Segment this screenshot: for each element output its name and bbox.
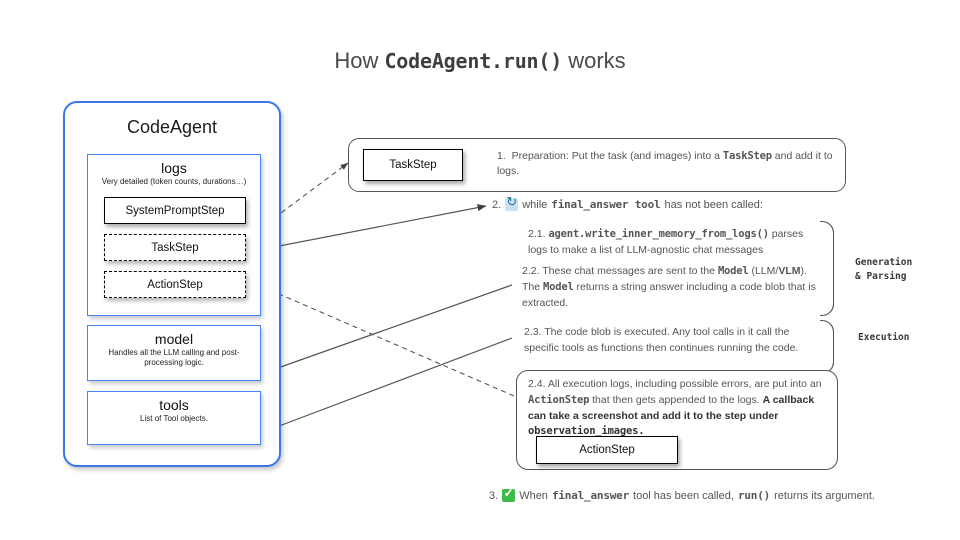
logs-box: logs Very detailed (token counts, durati… bbox=[87, 154, 261, 316]
arrow-step22-to-model bbox=[257, 284, 513, 376]
step22-number: 2.2. bbox=[522, 265, 540, 277]
model-title: model bbox=[154, 331, 194, 347]
step24-code-b: observation_images. bbox=[528, 425, 645, 438]
codeagent-title: CodeAgent bbox=[126, 117, 218, 137]
step21-number: 2.1. bbox=[528, 228, 546, 240]
step24-actionstep-chip[interactable]: ActionStep bbox=[536, 436, 678, 464]
step24-text-a: All execution logs, including possible e… bbox=[545, 378, 822, 390]
model-box: model Handles all the LLM calling and po… bbox=[87, 325, 261, 381]
step2-number: 2. bbox=[492, 198, 502, 211]
step3-text-c: returns its argument. bbox=[774, 489, 875, 502]
step1-panel: TaskStep 1. Preparation: Put the task (a… bbox=[348, 138, 846, 192]
step1-text: 1. Preparation: Put the task (and images… bbox=[497, 149, 835, 179]
tools-title: tools bbox=[159, 397, 189, 413]
step22-code-b: Model bbox=[543, 280, 574, 293]
step1-text-b: and add it to logs. bbox=[497, 150, 833, 178]
step24-code-a: ActionStep bbox=[528, 393, 590, 406]
step22-text: 2.2. These chat messages are sent to the… bbox=[522, 264, 822, 311]
tools-subtitle: List of Tool objects. bbox=[140, 414, 208, 423]
step24-text: 2.4. All execution logs, including possi… bbox=[528, 377, 826, 440]
step3-line: 3. When final_answer tool has been called… bbox=[489, 487, 875, 502]
step24-bold-note: A callback can take a screenshot and add… bbox=[528, 393, 815, 422]
step22-text-b: (LLM/ bbox=[748, 265, 779, 277]
step2-code-a: final_answer tool bbox=[551, 198, 661, 211]
step1-code: TaskStep bbox=[722, 150, 772, 162]
title-suffix: works bbox=[562, 48, 626, 73]
step21-text: 2.1. agent.write_inner_memory_from_logs(… bbox=[528, 227, 824, 259]
logs-subtitle: Very detailed (token counts, durations…) bbox=[101, 177, 247, 186]
step3-code-a: final_answer bbox=[551, 489, 630, 502]
check-icon bbox=[502, 487, 516, 502]
step2-text-a: while bbox=[522, 198, 548, 211]
step3-text-b: tool has been called, bbox=[633, 489, 734, 502]
step24-number: 2.4. bbox=[528, 378, 546, 390]
tools-box: tools List of Tool objects. bbox=[87, 391, 261, 445]
logs-step-systempromptstep[interactable]: SystemPromptStep bbox=[104, 197, 246, 224]
step23-body: The code blob is executed. Any tool call… bbox=[524, 326, 799, 354]
logs-title: logs bbox=[161, 160, 187, 176]
logs-step-taskstep[interactable]: TaskStep bbox=[104, 234, 246, 261]
step22-code-a: Model bbox=[717, 265, 749, 277]
step3-number: 3. bbox=[489, 489, 499, 502]
title-code: CodeAgent.run() bbox=[384, 49, 563, 73]
codeagent-panel: CodeAgent logs Very detailed (token coun… bbox=[63, 101, 281, 467]
step3-code-b: run() bbox=[737, 489, 771, 502]
step1-taskstep-chip[interactable]: TaskStep bbox=[363, 149, 463, 181]
step22-text-c: ). The bbox=[522, 265, 807, 293]
step1-text-a: Preparation: Put the task (and images) i… bbox=[511, 150, 723, 162]
step21-body: parses logs to make a list of LLM-agnost… bbox=[528, 228, 804, 256]
step3-text-a: When bbox=[519, 489, 548, 502]
logs-step-actionstep[interactable]: ActionStep bbox=[104, 271, 246, 298]
cycle-icon bbox=[505, 195, 519, 211]
label-execution: Execution bbox=[858, 332, 910, 343]
step1-number: 1. bbox=[497, 150, 506, 162]
arrow-step24-to-actionstep-chip bbox=[239, 276, 515, 397]
step21-code: agent.write_inner_memory_from_logs() bbox=[548, 228, 769, 240]
arrow-logs-to-step2-head bbox=[242, 204, 487, 254]
arrow-step23-to-tools bbox=[257, 337, 513, 435]
label-generation-parsing: Generation & Parsing bbox=[855, 257, 913, 282]
title-prefix: How bbox=[334, 48, 385, 73]
step23-text: 2.3. The code blob is executed. Any tool… bbox=[524, 325, 826, 357]
step24-text-b: that then gets appended to the logs. bbox=[589, 393, 763, 406]
step2-header: 2. while final_answer tool has not been c… bbox=[492, 195, 763, 211]
page-title: How CodeAgent.run() works bbox=[0, 48, 960, 74]
model-subtitle: Handles all the LLM calling and post-pro… bbox=[108, 348, 240, 368]
step23-number: 2.3. bbox=[524, 326, 542, 338]
step22-text-d: returns a string answer including a code… bbox=[522, 280, 816, 309]
step2-text-b: has not been called: bbox=[664, 198, 763, 211]
step22-bold-vlm: VLM bbox=[778, 265, 801, 277]
step22-text-a: These chat messages are sent to the bbox=[539, 265, 718, 277]
